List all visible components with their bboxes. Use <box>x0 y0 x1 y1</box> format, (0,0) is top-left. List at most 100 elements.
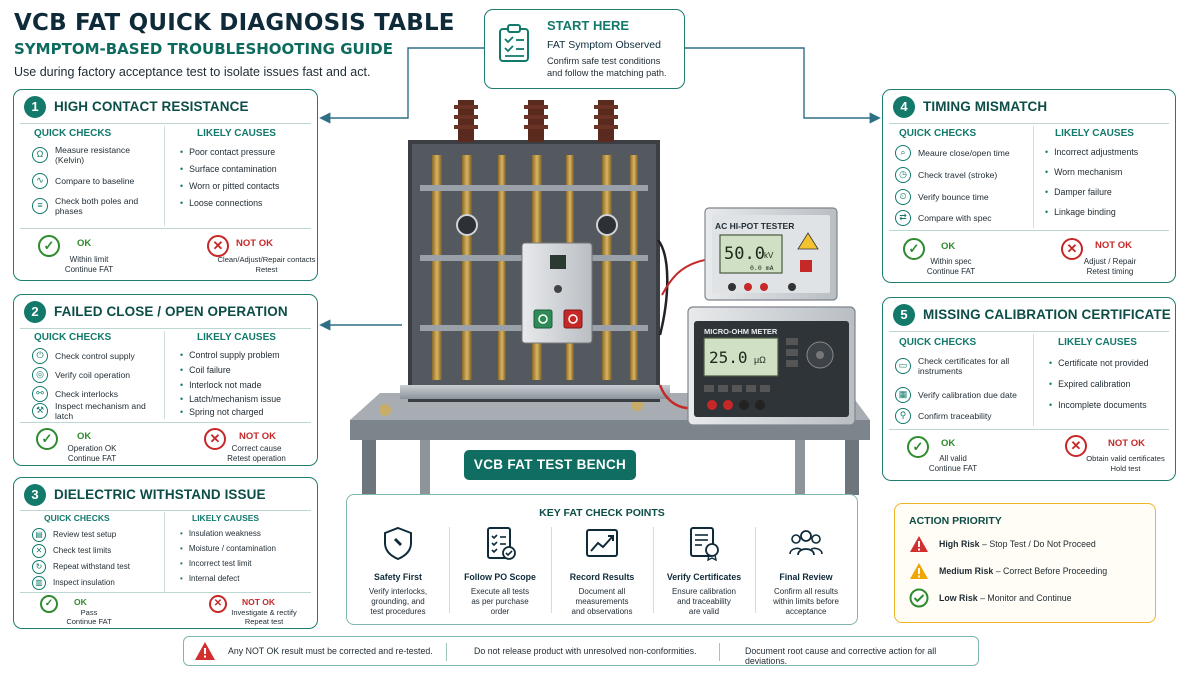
symptom-card-timing-mismatch: 4 TIMING MISMATCH QUICK CHECKS LIKELY CA… <box>882 89 1176 283</box>
certificate-icon <box>690 527 719 562</box>
likely-causes-heading: LIKELY CAUSES <box>1058 337 1137 348</box>
clock-icon: ◷ <box>895 167 911 183</box>
quick-check-item: ⌕Meaure close/open time <box>895 145 1010 161</box>
likely-causes-heading: LIKELY CAUSES <box>1055 128 1134 139</box>
divider <box>20 510 311 511</box>
quick-check-item: ▤Review test setup <box>32 528 116 542</box>
card-title: HIGH CONTACT RESISTANCE <box>54 99 249 114</box>
action-priority-box: ACTION PRIORITY High Risk – Stop Test / … <box>894 503 1156 623</box>
divider <box>889 230 1169 231</box>
likely-cause-item: Worn mechanism <box>1045 167 1122 177</box>
quick-check-item: ⇄Compare with spec <box>895 210 992 226</box>
ac-hipot-tester <box>704 207 838 301</box>
card-number: 5 <box>893 304 915 326</box>
ok-label: OK <box>74 597 87 607</box>
quick-checks-heading: QUICK CHECKS <box>899 128 977 139</box>
bench-leg <box>845 440 859 495</box>
phases-icon: ≡ <box>32 198 48 214</box>
likely-cause-item: Certificate not provided <box>1049 358 1148 368</box>
card-number: 1 <box>24 96 46 118</box>
coil-icon: ◎ <box>32 367 48 383</box>
likely-cause-item: Coil failure <box>180 365 231 375</box>
start-title: START HERE <box>547 18 630 33</box>
plug-icon: ⏻ <box>32 348 48 364</box>
key-point-name: Record Results <box>569 572 635 582</box>
divider <box>755 527 756 613</box>
trend-icon: ∿ <box>32 173 48 189</box>
priority-medium: Medium Risk – Correct Before Proceeding <box>909 562 1107 580</box>
shield-icon <box>384 526 412 561</box>
repeat-icon: ↻ <box>32 560 46 574</box>
symptom-card-missing-calibration: 5 MISSING CALIBRATION CERTIFICATE QUICK … <box>882 297 1176 481</box>
quick-check-item: ⚲Confirm traceability <box>895 408 992 424</box>
hipot-unit: kV <box>764 251 774 260</box>
divider <box>449 527 450 613</box>
start-here-box: START HERE FAT Symptom Observed Confirm … <box>484 9 685 89</box>
likely-cause-item: Poor contact pressure <box>180 147 275 157</box>
symptom-card-high-contact-resistance: 1 HIGH CONTACT RESISTANCE QUICK CHECKS L… <box>13 89 318 281</box>
ok-label: OK <box>941 438 956 449</box>
quick-check-item: ⏻Check control supply <box>32 348 135 364</box>
quick-check-item: ↻Repeat withstand test <box>32 560 130 574</box>
divider <box>20 228 311 229</box>
quick-check-item: ∿Compare to baseline <box>32 173 160 189</box>
likely-cause-item: Interlock not made <box>180 380 261 390</box>
search-icon: ⌕ <box>895 145 911 161</box>
quick-check-item: ✕Check test limits <box>32 544 111 558</box>
ok-label: OK <box>77 431 92 442</box>
quick-checks-heading: QUICK CHECKS <box>34 332 112 343</box>
likely-cause-item: Internal defect <box>180 574 240 583</box>
timer-icon: ⏲ <box>895 189 911 205</box>
column-divider <box>1033 126 1034 228</box>
likely-cause-item: Incorrect test limit <box>180 559 252 568</box>
warning-icon <box>195 642 215 660</box>
hipot-current: 0.0 mA <box>750 264 774 272</box>
compare-icon: ⇄ <box>895 210 911 226</box>
card-title: DIELECTRIC WITHSTAND ISSUE <box>54 487 266 502</box>
test-lead <box>656 239 669 336</box>
symptom-card-failed-close-open: 2 FAILED CLOSE / OPEN OPERATION QUICK CH… <box>13 294 318 466</box>
micro-ohm-meter <box>687 306 856 426</box>
priority-high: High Risk – Stop Test / Do Not Proceed <box>909 535 1096 553</box>
certificate-icon: ▭ <box>895 358 911 374</box>
quick-check-item: ⚒Inspect mechanism and latch <box>32 401 157 421</box>
footer-note: Document root cause and corrective actio… <box>745 646 937 666</box>
quick-check-item: ▥Inspect insulation <box>32 576 115 590</box>
not-ok-x-icon: ✕ <box>204 428 226 450</box>
card-number: 2 <box>24 301 46 323</box>
not-ok-label: NOT OK <box>239 431 276 442</box>
team-icon <box>789 530 823 556</box>
card-title: TIMING MISMATCH <box>923 99 1048 114</box>
column-divider <box>164 512 165 592</box>
key-points-title: KEY FAT CHECK POINTS <box>539 507 665 519</box>
likely-cause-item: Control supply problem <box>180 350 279 360</box>
divider <box>551 527 552 613</box>
hipot-reading: 50.0 <box>724 244 765 264</box>
checklist-icon <box>487 527 516 560</box>
hipot-title: AC HI-POT TESTER <box>715 221 794 231</box>
key-point-name: Verify Certificates <box>666 572 742 582</box>
key-fat-check-points: KEY FAT CHECK POINTS Safety First Verify… <box>346 494 858 625</box>
not-ok-label: NOT OK <box>242 597 276 607</box>
start-desc-line: and follow the matching path. <box>547 68 667 78</box>
symptom-card-dielectric-withstand: 3 DIELECTRIC WITHSTAND ISSUE QUICK CHECK… <box>13 477 318 629</box>
ok-check-icon: ✓ <box>903 238 925 260</box>
likely-cause-item: Incorrect adjustments <box>1045 147 1138 157</box>
key-point-name: Follow PO Scope <box>464 572 536 582</box>
not-ok-x-icon: ✕ <box>209 595 227 613</box>
divider <box>653 527 654 613</box>
likely-cause-item: Incomplete documents <box>1049 400 1147 410</box>
